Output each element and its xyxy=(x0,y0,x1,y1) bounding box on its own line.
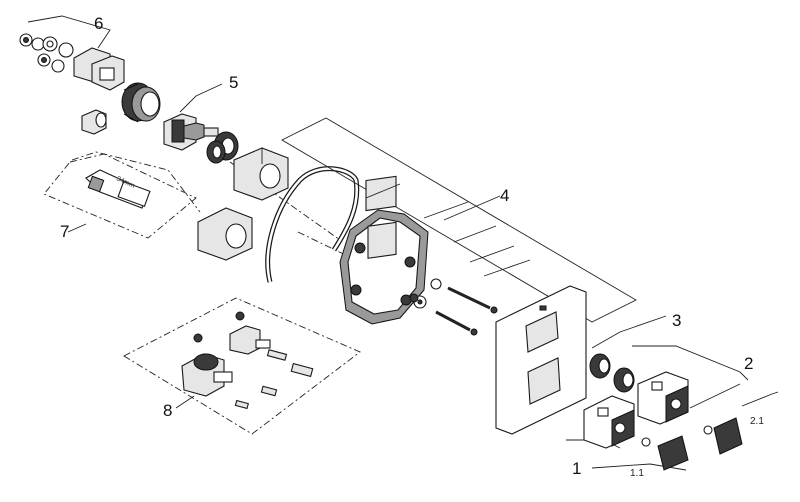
callout-2-1: 2.1 xyxy=(750,416,764,427)
leader-5 xyxy=(179,83,223,113)
callout-8: 8 xyxy=(163,401,172,420)
leader-3 xyxy=(591,315,667,349)
part-2-handle xyxy=(637,371,689,425)
part-5-cartridge xyxy=(163,113,219,151)
guide-line xyxy=(297,231,361,263)
part-cover-plate xyxy=(495,285,587,435)
guide-line xyxy=(71,151,201,213)
bracket-2 xyxy=(632,345,749,381)
leader-8 xyxy=(175,395,195,409)
bracket-2-1 xyxy=(741,391,779,407)
callout-4: 4 xyxy=(500,186,509,205)
part-3-adapters xyxy=(589,353,635,393)
part-small-ring xyxy=(206,131,239,164)
callout-5: 5 xyxy=(229,73,238,92)
part-screws xyxy=(409,278,498,336)
callout-1: 1 xyxy=(572,459,581,478)
part-plug xyxy=(81,109,107,135)
part-6-seal-set xyxy=(19,15,125,91)
part-8-service-kit xyxy=(123,297,361,435)
callout-1-1: 1.1 xyxy=(630,468,644,479)
part-1-1-cap xyxy=(641,435,689,471)
bracket-1-1 xyxy=(591,463,687,471)
part-2-1-cap xyxy=(703,417,743,455)
callout-7: 7 xyxy=(60,222,69,241)
part-4-mounting-frame xyxy=(281,117,637,325)
callout-3: 3 xyxy=(672,311,681,330)
part-insulation-block-lower xyxy=(197,207,253,261)
part-7-wrench-box: 34mm xyxy=(43,153,197,239)
leader-4 xyxy=(443,195,501,221)
callout-6: 6 xyxy=(94,14,103,33)
callout-2: 2 xyxy=(744,354,753,373)
part-insulation-block-upper xyxy=(233,147,289,201)
leader-7 xyxy=(67,223,87,233)
part-1-handle xyxy=(583,395,635,449)
part-seat-ring xyxy=(121,82,161,123)
